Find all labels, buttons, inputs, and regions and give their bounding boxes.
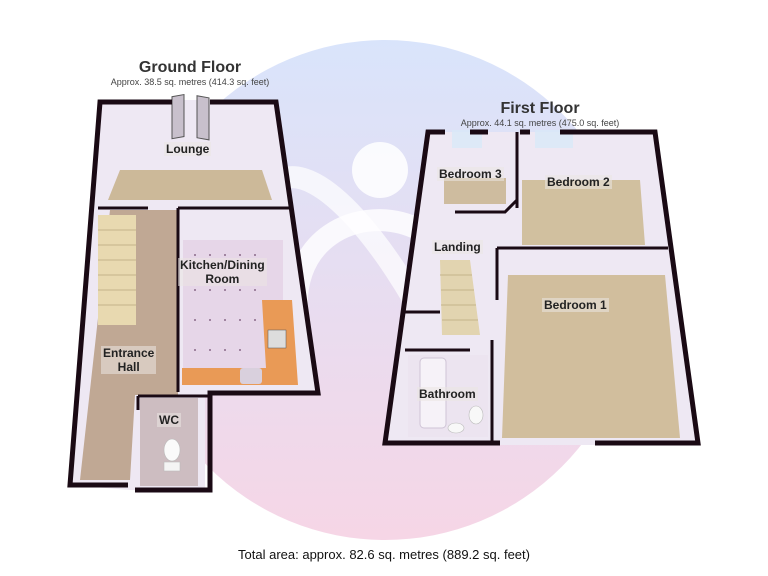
kitchen-worktop — [182, 300, 298, 385]
room-label-lounge: Lounge — [164, 142, 212, 156]
room-label-bathroom: Bathroom — [417, 387, 478, 401]
room-label-landing: Landing — [432, 240, 483, 254]
first-floor-heading: First Floor — [500, 100, 580, 117]
staircase-first — [440, 260, 480, 335]
ground-floor-plan — [67, 93, 321, 493]
room-label-bedroom-1: Bedroom 1 — [542, 298, 609, 312]
room-label-entrance-hall: Entrance Hall — [101, 346, 157, 374]
room-label-kitchen: Kitchen/Dining Room — [178, 258, 267, 286]
first-floor-plan — [382, 129, 701, 446]
wc-room — [140, 398, 198, 486]
room-label-wc: WC — [157, 413, 181, 427]
kitchen-label-line1: Kitchen/Dining — [180, 258, 265, 272]
hall-label-line2: Hall — [117, 360, 140, 374]
patio-doors — [171, 93, 210, 141]
staircase-ground — [98, 215, 136, 325]
room-label-bedroom-3: Bedroom 3 — [437, 167, 504, 181]
ground-floor-title: Ground Floor Approx. 38.5 sq. metres (41… — [90, 59, 290, 88]
total-area: Total area: approx. 82.6 sq. metres (889… — [238, 547, 530, 562]
first-floor-area: Approx. 44.1 sq. metres (475.0 sq. feet) — [460, 118, 620, 128]
ground-floor-heading: Ground Floor — [138, 59, 242, 76]
room-label-bedroom-2: Bedroom 2 — [545, 175, 612, 189]
hall-label-line1: Entrance — [103, 346, 155, 360]
first-floor-title: First Floor Approx. 44.1 sq. metres (475… — [440, 100, 640, 129]
kitchen-label-line2: Room — [205, 272, 240, 286]
ground-floor-area: Approx. 38.5 sq. metres (414.3 sq. feet) — [110, 77, 270, 87]
